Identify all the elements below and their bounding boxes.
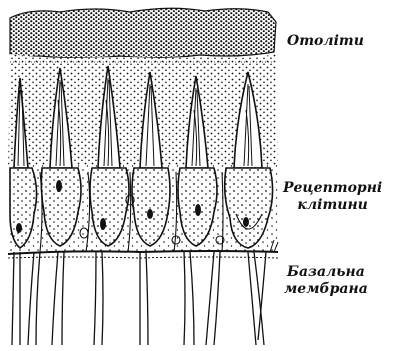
nerve-fibers <box>12 252 266 345</box>
basal-membrane-label-line2: мембрана <box>284 281 368 298</box>
receptor-cells-label-line1: Рецепторні <box>283 180 382 197</box>
otoliths-label-text: Отоліти <box>287 33 364 50</box>
receptor-cells-label: Рецепторні клітини <box>283 180 382 214</box>
basal-membrane-label-line1: Базальна <box>284 264 368 281</box>
otolith-layer <box>10 8 276 58</box>
receptor-cells-label-line2: клітини <box>283 197 382 214</box>
basal-membrane-label: Базальна мембрана <box>284 264 368 298</box>
otoliths-label: Отоліти <box>287 33 364 50</box>
